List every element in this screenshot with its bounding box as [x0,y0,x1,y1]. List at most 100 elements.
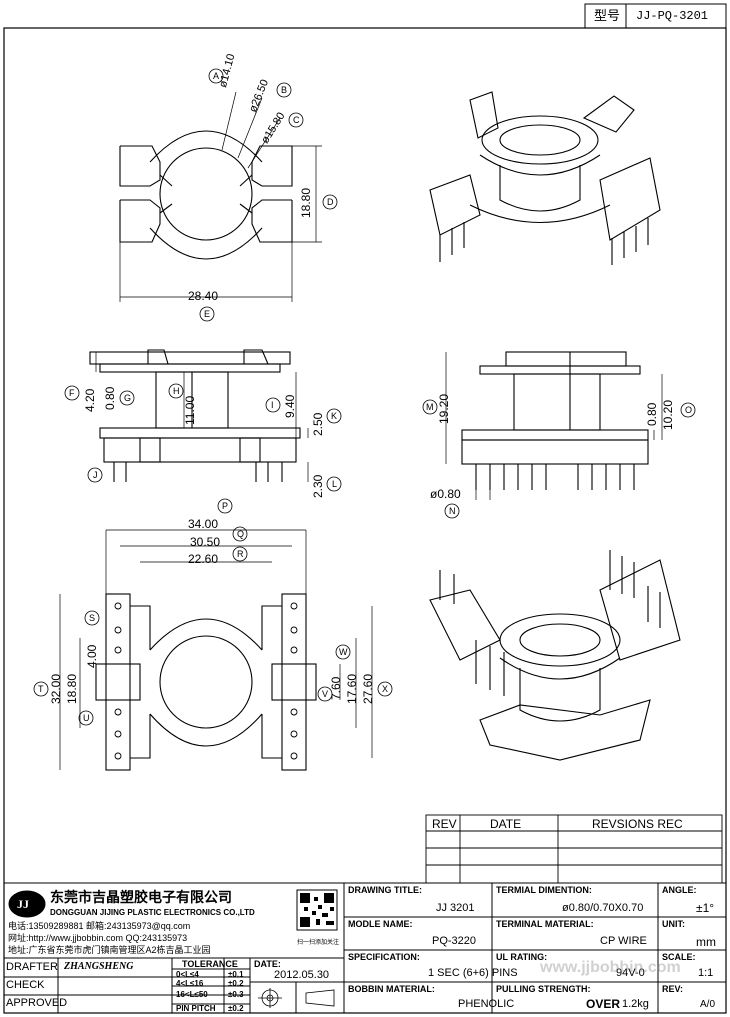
letter-c: C [293,115,300,125]
tol-range-3: 16<L≤50 [176,990,208,999]
tol-value-4: ±0.2 [228,1004,244,1013]
letter-q: Q [237,529,245,539]
tol-range-4: PIN PITCH [176,1004,216,1013]
dim-o1: 0.80 [645,402,659,426]
date-label: DATE: [254,959,281,969]
drafter-value: ZHANGSHENG [64,961,134,972]
side-view-left [89,349,301,482]
dim-d: 18.80 [299,187,313,218]
dim-w: 7.60 [329,676,343,700]
drafter-label: DRAFTER [6,961,58,973]
dim-u: 18.80 [65,673,79,704]
pulling-label: PULLING STRENGTH: [496,984,591,994]
dim-letters [33,68,696,726]
letter-d: D [327,197,334,207]
projection-symbol [258,988,335,1008]
watermark: www.jjbobbin.com [540,959,681,976]
company-phone-email: 电话:13509289881 邮箱:243135973@qq.com [8,921,191,931]
iso-view-upper [429,91,661,265]
pulling-value: 1.2kg [622,998,649,1010]
company-name-en: DONGGUAN JIJING PLASTIC ELECTRONICS CO.,… [50,908,255,917]
bobbin-material-label: BOBBIN MATERIAL: [348,984,435,994]
model-value: JJ-PQ-3201 [636,9,709,23]
dim-m: 19.20 [437,393,451,424]
date-value: 2012.05.30 [274,969,330,981]
check-label: CHECK [6,979,45,991]
approved-label: APPROVED [6,997,68,1009]
dim-p: 34.00 [188,517,219,531]
ul-value: 94V-0 [616,967,645,979]
scale-value: 1:1 [698,967,714,979]
dim-i: 9.40 [283,394,297,418]
terminal-dim-label: TERMIAL DIMENTION: [496,885,592,895]
pulling-over: OVER [586,997,621,1011]
revision-table [425,814,723,884]
logo-text: JJ [17,897,29,911]
dim-t: 32.00 [49,673,63,704]
dim-s: 4.00 [85,644,99,668]
dim-l: 2.30 [311,474,325,498]
angle-value: ±1° [696,901,715,915]
side-left-dims [95,352,309,482]
company-name-cn: 东莞市吉晶塑胶电子有限公司 [50,889,232,905]
spec-value: 1 SEC (6+6) PINS [428,967,518,979]
letter-a: A [213,71,220,81]
letter-f: F [69,388,75,398]
dim-f: 4.20 [83,388,97,412]
drawing-title-label: DRAWING TITLE: [348,885,422,895]
letter-l: L [332,479,338,489]
letter-b: B [281,85,288,95]
bottom-view [95,593,317,771]
iso-view-lower [429,550,681,761]
company-web-qq: 网址:http://www.jjbobbin.com QQ:243135973 [8,933,188,943]
letter-k: K [331,411,338,421]
dim-g: 0.80 [103,386,117,410]
letter-o: O [685,405,693,415]
letter-m: M [426,402,434,412]
tol-range-1: 0<L≤4 [176,970,199,979]
module-value: PQ-3220 [432,935,477,947]
letter-x: X [382,684,389,694]
letter-u: U [83,713,90,723]
tolerance-label: TOLERANCE [182,959,238,969]
letter-p: P [222,501,229,511]
top-dims [119,91,322,302]
tol-value-2: ±0.2 [228,979,244,988]
spec-label: SPECIFICATION: [348,952,420,962]
angle-label: ANGLE: [662,885,697,895]
letter-w: W [339,647,348,657]
letter-n: N [449,506,456,516]
qr-code [300,893,334,927]
dim-r: 22.60 [188,552,219,566]
tol-value-1: ±0.1 [228,970,244,979]
rev-value: A/0 [700,999,716,1010]
tol-range-2: 4<L≤16 [176,979,204,988]
drawing-title-value: JJ 3201 [436,902,475,914]
company-address: 地址:广东省东莞市虎门镇南管理区A2栋吉晶工业园 [8,945,211,955]
unit-label: UNIT: [662,919,685,929]
terminal-material-label: TERMINAL MATERIAL: [496,919,594,929]
dim-k: 2.50 [311,412,325,436]
letter-r: R [237,549,244,559]
terminal-dim-value: ø0.80/0.70X0.70 [562,902,644,914]
top-view [119,130,293,260]
module-label: MODLE NAME: [348,919,413,929]
dim-n: ø0.80 [430,487,461,501]
dim-h: 11.00 [183,395,197,425]
dim-o2: 10.20 [661,399,675,430]
rec-header: REVSIONS REC [592,817,683,831]
letter-h: H [173,386,180,396]
letter-e: E [204,309,211,319]
unit-value: mm [696,935,716,949]
dim-x: 27.60 [361,673,375,704]
rev-label: REV: [662,984,684,994]
company-logo [8,890,46,918]
date-header: DATE [490,817,522,831]
side-right-dims [445,352,663,500]
side-view-right [461,351,649,490]
ul-label: UL RATING: [496,952,548,962]
bottom-dims [59,529,373,770]
terminal-material-value: CP WIRE [600,935,647,947]
bobbin-material-value: PHENOLIC [458,998,515,1010]
